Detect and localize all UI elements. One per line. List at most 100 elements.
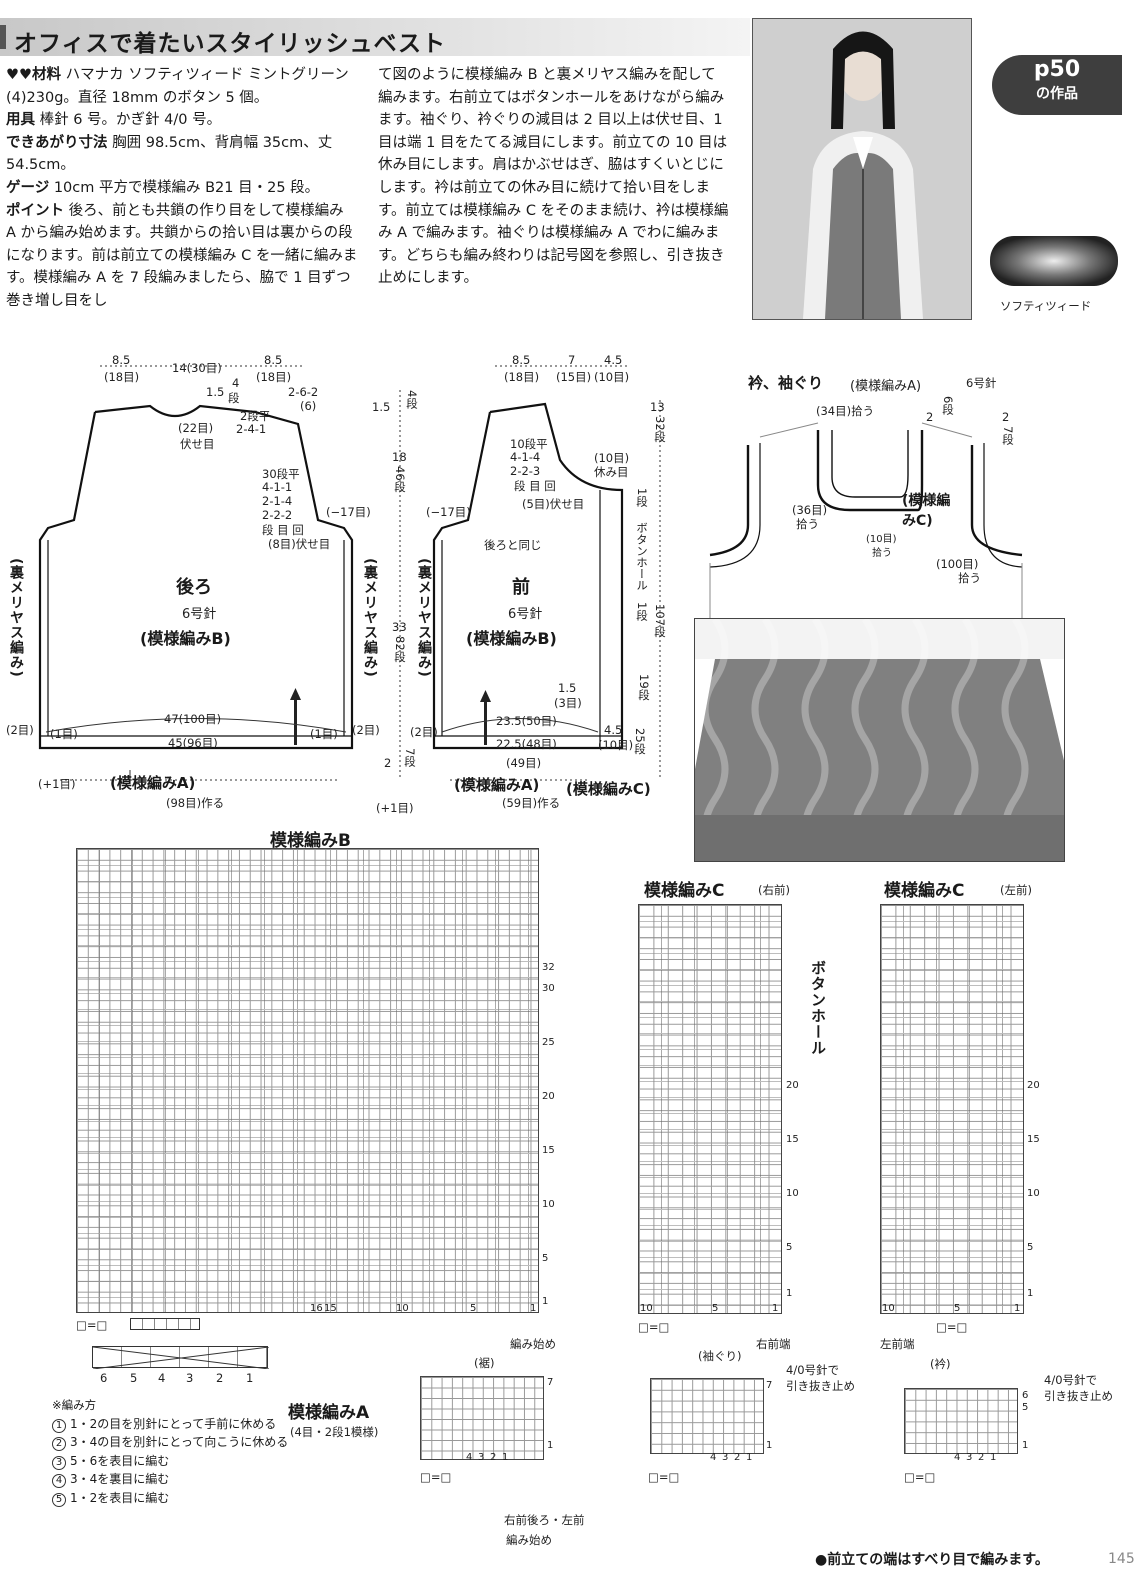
chart-b-row-32: 32 [542, 962, 555, 973]
cable-symbol [130, 1318, 200, 1330]
cable-num-1: 1 [246, 1371, 254, 1385]
chart-c-left-cables [881, 905, 1023, 1313]
front-pattern-c: (模様編みC) [566, 780, 651, 798]
back-one-left: (1目) [50, 727, 78, 741]
chart-b-row-10: 10 [542, 1199, 555, 1210]
collar-note-2: 引き抜き止め [1044, 1389, 1113, 1403]
front-same: 後ろと同じ [484, 538, 542, 552]
chart-c-right-row-20: 20 [786, 1080, 799, 1091]
front-title: 前 [512, 577, 530, 598]
chart-b-legend: □=□ [76, 1318, 108, 1332]
front-minus17: (−17目) [426, 505, 471, 519]
back-title: 後ろ [176, 577, 212, 598]
collar-p100: (100目) [936, 557, 979, 571]
collar-pick: 拾う [796, 517, 819, 531]
sleeve-legend: □=□ [648, 1470, 680, 1484]
method-title: ※編み方 [52, 1398, 97, 1412]
front-top-1: 8.5 [512, 353, 531, 367]
front-d45: 4.5 [604, 723, 623, 737]
collar-two: 2 [926, 410, 934, 424]
chart-c-left-col-10: 10 [882, 1303, 895, 1314]
page-number: 145 [1108, 1551, 1135, 1567]
back-top-dim-1b: (18目) [104, 370, 140, 384]
chart-b-col-1: 1 [530, 1303, 537, 1314]
chart-c-left-row-10: 10 [1027, 1188, 1040, 1199]
front-h19: 19段 [637, 674, 651, 701]
chart-c-left-legend: □=□ [936, 1320, 968, 1334]
back-neck-2: 伏せ目 [180, 437, 215, 451]
depth-1: 1.5 [372, 400, 391, 414]
chart-b-row-25: 25 [542, 1037, 555, 1048]
cable-symbol-large [92, 1346, 270, 1370]
back-pattern-a: (模様編みA) [110, 774, 196, 792]
front-h32: 32段 [653, 416, 667, 443]
front-neck-3: 2-2-3 [510, 464, 541, 478]
front-h25: 25段 [633, 728, 647, 755]
chart-a-title: 模様編みA [288, 1403, 370, 1423]
chart-c-left-row-15: 15 [1027, 1134, 1040, 1145]
chart-a-col-4: 4 [466, 1452, 473, 1463]
chart-a-col-1: 1 [502, 1452, 509, 1463]
sleeve-chart-label: (袖ぐり) [698, 1349, 742, 1363]
chart-b-row-20: 20 [542, 1091, 555, 1102]
front-top-2: 7 [568, 353, 576, 367]
collar-pattern-c: (模様編みC) [902, 493, 951, 529]
front-top-1b: (18目) [504, 370, 540, 384]
front-w49: (49目) [506, 756, 542, 770]
front-cast-on: (59目)作る [502, 796, 561, 810]
back-arm-1: 30段平 [262, 467, 300, 481]
back-plus1: (+1目) [38, 777, 76, 791]
back-two-left: (2目) [6, 723, 34, 737]
chart-a-start-1: 右前後ろ・左前 [504, 1513, 585, 1527]
collar-row-1: 1 [1022, 1440, 1029, 1451]
cable-cross-lines [92, 1346, 270, 1370]
stitch-photo [694, 618, 1065, 862]
front-d3: (3目) [554, 696, 582, 710]
chart-c-left-row-1: 1 [1027, 1288, 1034, 1299]
back-arm-3: 2-1-4 [262, 494, 293, 508]
page-reference-badge: p50 の作品 [992, 55, 1122, 115]
chart-c-left-col-5: 5 [954, 1303, 961, 1314]
cable-num-5: 5 [130, 1371, 138, 1385]
front-h13: 13 [650, 400, 665, 414]
depth-3: 18 [392, 450, 407, 464]
chart-c-right-title: 模様編みC [644, 881, 725, 901]
chart-b-title: 模様編みB [270, 831, 351, 851]
collar-col-1: 1 [990, 1452, 997, 1463]
cable-texture [695, 619, 1064, 861]
front-onerow-top: 1段 [635, 488, 649, 507]
collar-title: 衿、袖ぐり [748, 374, 824, 392]
back-top-dim-3b: (18目) [256, 370, 292, 384]
chart-c-left-grid [880, 904, 1024, 1314]
schematic-lines [38, 365, 661, 781]
chart-c-left-row-20: 20 [1027, 1080, 1040, 1091]
size-line: できあがり寸法 胸囲 98.5cm、背肩幅 35cm、丈 54.5cm。 [6, 134, 333, 174]
back-neck-3: 2段平 [240, 409, 271, 423]
chart-c-right-row-15: 15 [786, 1134, 799, 1145]
chart-a-sub: (4目・2段1模様) [290, 1425, 379, 1439]
depth-9: (+1目) [376, 801, 414, 815]
chart-c-right-sub: (右前) [758, 883, 790, 897]
back-top-dim-3: 8.5 [264, 353, 283, 367]
point-line: ポイント 後ろ、前とも共鎖の作り目をして模様編み A から編み始めます。共鎖から… [6, 202, 358, 309]
front-top-3b: (10目) [594, 370, 630, 384]
collar-row-6: 6 [1022, 1390, 1029, 1401]
back-top-dim-1: 8.5 [112, 353, 131, 367]
gauge-line: ゲージ 10cm 平方で模様編み B21 目・25 段。 [6, 179, 320, 196]
yarn-label: ソフティツィード [1000, 299, 1092, 313]
chart-c-left-end: 左前端 [880, 1337, 915, 1351]
chart-a-col-3: 3 [478, 1452, 485, 1463]
front-buttonhole: ボタンホール [635, 522, 649, 591]
chart-b-row-30: 30 [542, 983, 555, 994]
cable-num-4: 4 [158, 1371, 166, 1385]
tools-line: 用具 棒針 6 号。かぎ針 4/0 号。 [6, 112, 222, 129]
front-top-3: 4.5 [604, 353, 623, 367]
front-pattern-a: (模様編みA) [454, 776, 540, 794]
front-rest-1: (10目) [594, 451, 630, 465]
instructions-right: て図のように模様編み B と裏メリヤス編みを配して編みます。右前立てはボタンホー… [378, 67, 729, 287]
back-one-right: (1目) [310, 727, 338, 741]
collar-pick3: 拾う [958, 571, 981, 585]
title-bar-accent [0, 25, 6, 49]
